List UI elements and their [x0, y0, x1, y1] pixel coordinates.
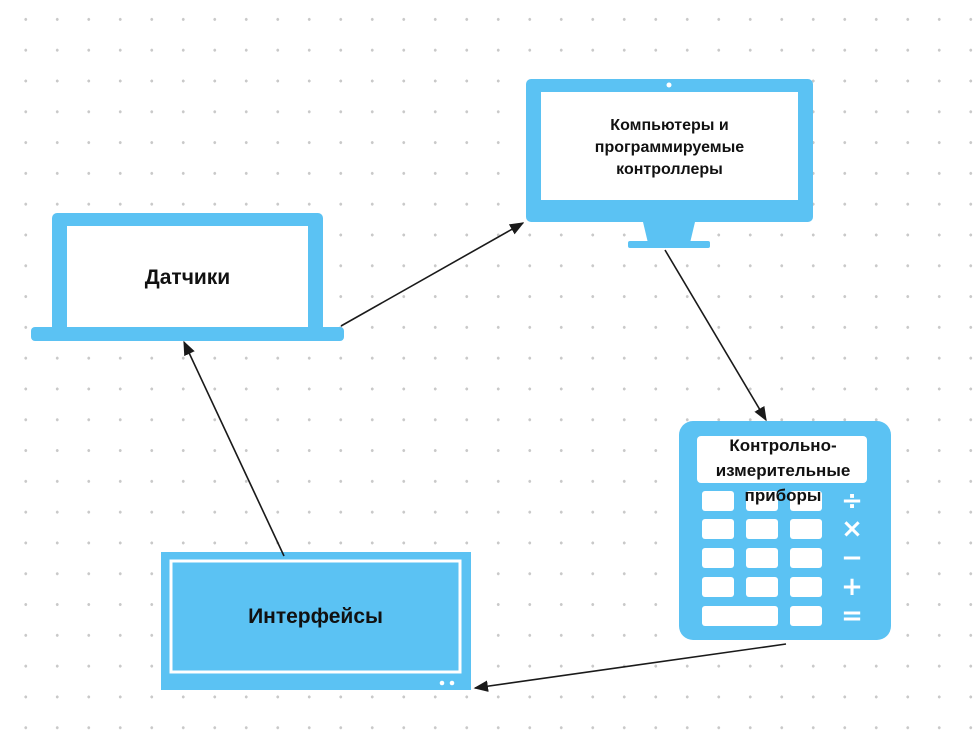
calculator-key	[790, 577, 822, 597]
calculator-key	[746, 577, 778, 597]
calculator-key	[702, 519, 734, 539]
calculator-operator-symbol: ×	[841, 514, 863, 544]
calculator-icon: ÷×−+=	[679, 421, 891, 640]
calculator-key	[790, 491, 822, 511]
tablet-icon	[161, 552, 471, 690]
calculator-key	[702, 491, 734, 511]
calculator-key	[790, 519, 822, 539]
calculator-operator-symbol: −	[841, 543, 863, 573]
interfaces-label: Интерфейсы	[248, 604, 383, 628]
arrow-computers-to-instruments	[664, 249, 767, 422]
calculator-key	[702, 548, 734, 568]
sensors-label: Датчики	[144, 265, 231, 289]
calculator-operator-symbol: ÷	[841, 486, 863, 516]
arrow-instruments-to-interfaces	[473, 643, 787, 692]
calculator-key	[702, 577, 734, 597]
calculator-operator-symbol: +	[841, 572, 863, 602]
arrow-interfaces-to-sensors	[183, 340, 285, 557]
calculator-key	[746, 519, 778, 539]
calculator-key	[746, 548, 778, 568]
calculator-key	[790, 548, 822, 568]
calculator-key	[790, 606, 822, 626]
arrow-sensors-to-computers	[340, 222, 525, 327]
laptop-icon	[31, 213, 344, 341]
calculator-key	[702, 606, 778, 626]
calculator-operator-symbol: =	[841, 601, 863, 631]
monitor-icon	[526, 79, 813, 248]
instruments-label: Контрольно- измерительные приборы	[715, 435, 851, 505]
calculator-key	[746, 491, 778, 511]
computers-label: Компьютеры и программируемые контроллеры	[594, 116, 745, 178]
